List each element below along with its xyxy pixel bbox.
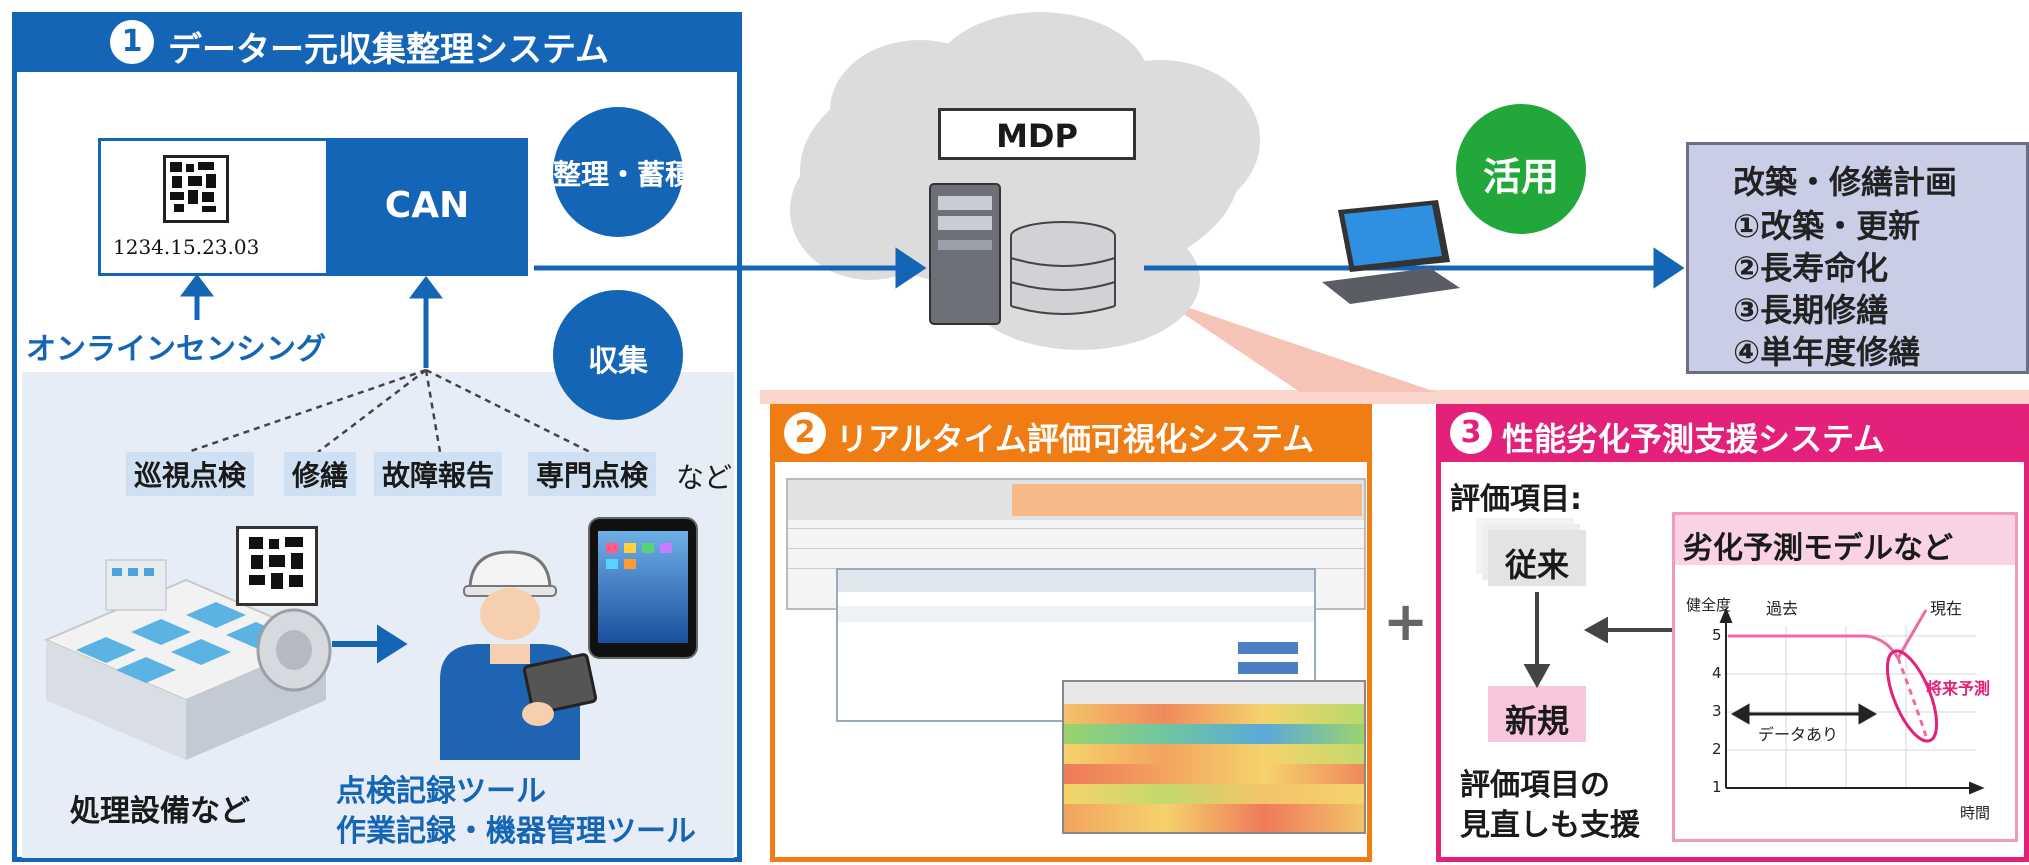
plus-sign: + [1383,590,1429,653]
plan-title: 改築・修繕計画 [1733,163,1958,201]
current-marker-line [1896,609,1928,659]
online-sensing-label: オンラインセンシング [26,332,326,367]
chart-past-label: 過去 [1766,599,1798,618]
degradation-model-label-bg [1675,515,2015,565]
plan-item-1: ①改築・更新 [1733,207,1921,245]
plan-item-3: ③長期修繕 [1733,291,1889,329]
old-eval-box: 従来 [1488,530,1586,586]
organize-accumulate-label: 整理・蓄積 [553,158,694,191]
review-support-line-2: 見直しも支援 [1460,808,1640,843]
server-icon [929,183,1001,325]
section-3-header: 3 性能劣化予測支援システム [1436,404,2029,462]
eval-items-label: 評価項目: [1450,482,1582,517]
chart-xlabel: 時間 [1960,804,1990,822]
section-2-header: 2 リアルタイム評価可視化システム [770,404,1372,462]
section-3-arrows [1523,592,1672,689]
chart-forecast-label: 将来予測 [1926,679,1990,698]
y-tick-3: 3 [1712,702,1722,720]
section-1-number: 1 [110,20,154,64]
section-1-header: 1 データー元収集整理システム [12,12,742,72]
facility-label: 処理設備など [70,794,250,829]
tag-failure-report: 故障報告 [374,452,503,496]
degradation-curve [1728,634,1900,659]
degradation-chart: 健全度 過去 現在 将来予測 データあり 時間 1 2 3 4 5 [1686,596,1990,822]
y-tick-4: 4 [1712,664,1722,682]
device-can-box: 1234.15.23.03 CAN [98,138,528,276]
chart-now-label: 現在 [1930,599,1962,618]
y-tick-1: 1 [1712,778,1722,796]
forecast-curve [1896,657,1928,737]
can-block: CAN [326,141,528,273]
renovation-plan-box: 改築・修繕計画 ①改築・更新 ②長寿命化 ③長期修繕 ④単年度修繕 [1686,142,2029,374]
new-eval-label: 新規 [1504,702,1569,740]
inspection-record-tool-label: 点検記録ツール [336,774,546,809]
tag-repair: 修繕 [284,452,357,496]
utilize-circle: 活用 [1456,104,1586,234]
can-label: CAN [384,185,470,226]
chart-ylabel: 健全度 [1686,596,1731,614]
review-support-line-1: 評価項目の [1460,768,1610,803]
plan-item-4: ④単年度修繕 [1733,333,1921,371]
mdp-label: MDP [996,117,1078,155]
utilize-label: 活用 [1482,155,1559,199]
section-2-number: 2 [784,412,826,454]
database-icon [1010,221,1116,315]
facility-qr-bubble-icon [236,526,318,606]
treatment-facility-illustration [43,559,332,760]
tablet-screen [598,531,688,643]
y-tick-5: 5 [1712,626,1722,644]
qr-code-icon [163,155,229,223]
device-code: 1234.15.23.03 [113,235,260,259]
tags-suffix: など [676,461,733,494]
data-range-arrow [1730,703,1878,725]
new-eval-box: 新規 [1488,686,1586,742]
tag-patrol-inspection: 巡視点検 [126,452,255,496]
section-2-title: リアルタイム評価可視化システム [836,420,1315,458]
plan-item-2: ②長寿命化 [1733,249,1889,287]
section-3-title: 性能劣化予測支援システム [1502,420,1886,458]
collect-label: 収集 [588,344,648,379]
laptop-icon [1322,200,1460,304]
organize-accumulate-circle: 整理・蓄積 [553,107,694,237]
dashboard-heatmap-screenshot [1062,680,1366,834]
tablet-icon [588,517,698,659]
section-1-title: データー元収集整理システム [168,30,609,70]
collect-circle: 収集 [553,290,683,420]
degradation-model-label: 劣化予測モデルなど [1683,531,1953,566]
forecast-ellipse [1885,649,1939,743]
y-tick-2: 2 [1712,740,1722,758]
old-eval-label: 従来 [1504,546,1569,584]
tag-expert-inspection: 専門点検 [528,452,657,496]
work-record-tool-label: 作業記録・機器管理ツール [336,814,696,849]
worker-with-tablet-illustration [440,550,598,760]
chart-data-label: データあり [1758,725,1838,744]
section-3-number: 3 [1450,412,1492,454]
mdp-box: MDP [938,108,1136,160]
